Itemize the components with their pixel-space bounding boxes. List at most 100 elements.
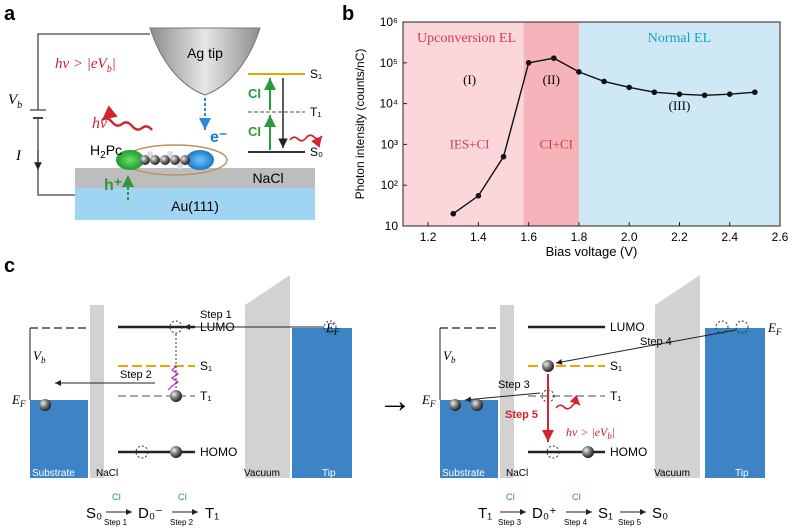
step5-photon <box>555 394 581 410</box>
data-point <box>676 91 683 97</box>
region-bg-2 <box>523 22 579 226</box>
s1-label: S₁ <box>200 359 212 373</box>
eq-left-t1: T₁ <box>205 505 219 522</box>
step4-label: Step 4 <box>640 336 672 348</box>
y-tick-label: 10 <box>385 219 399 233</box>
nacl-barrier-r <box>500 305 514 478</box>
data-point <box>450 210 457 217</box>
nacl-barrier <box>90 305 104 478</box>
y-tick-label: 10⁶ <box>380 15 398 29</box>
homo-hole <box>135 445 149 459</box>
level-s1-label: S₁ <box>310 67 322 81</box>
y-axis-label: Photon intensity (counts/nC) <box>353 49 367 200</box>
eq-left-ci2: CI <box>178 492 187 502</box>
eq-right-d0: D₀⁺ <box>532 505 557 522</box>
mechanism-2-label: CI+CI <box>540 136 573 151</box>
eq-right-step4: Step 4 <box>564 518 588 527</box>
circuit-wire-top <box>37 33 150 110</box>
tip-label: Tip <box>322 468 336 479</box>
equation-right: T₁ CI Step 3 D₀⁺ CI Step 4 S₁ Step 5 S₀ <box>478 492 668 527</box>
step3-arrow <box>464 392 541 403</box>
step3-label: Step 3 <box>498 379 530 391</box>
circuit-wire-bottom <box>37 118 90 196</box>
region-roman-1: (I) <box>463 72 476 87</box>
homo-label: HOMO <box>200 445 237 459</box>
x-tick-label: 2.2 <box>671 230 688 244</box>
au-label: Au(111) <box>171 198 219 214</box>
eq-right-step5: Step 5 <box>618 518 642 527</box>
eq-left-ci1: CI <box>112 492 121 502</box>
lumo-empty-state <box>169 320 183 334</box>
substrate-electron-r1 <box>449 399 461 411</box>
x-tick-label: 2.4 <box>721 230 738 244</box>
eq-right-step3: Step 3 <box>498 518 522 527</box>
t1-label: T₁ <box>200 389 211 403</box>
equation-left: S₀ CI Step 1 D₀⁻ CI Step 2 T₁ <box>86 492 219 527</box>
data-point <box>701 92 708 99</box>
eq-right-s0: S₀ <box>652 505 668 522</box>
vacuum-barrier <box>245 275 290 478</box>
isc-squiggle <box>167 365 180 391</box>
nacl-label: NaCl <box>252 170 283 186</box>
region-roman-3: (III) <box>669 98 691 113</box>
s1-label-r: S₁ <box>610 359 622 373</box>
ci-upper-label: CI <box>248 86 261 101</box>
tip-block-r <box>705 328 765 478</box>
current-label: I <box>15 148 22 164</box>
electron-label: e⁻ <box>210 129 227 146</box>
x-tick-label: 1.4 <box>470 230 487 244</box>
tip-block <box>292 328 352 478</box>
y-tick-label: 10⁵ <box>380 56 398 70</box>
vacuum-label-r: Vacuum <box>654 468 690 479</box>
region-right-label: Normal EL <box>648 31 711 46</box>
level-t1-label: T₁ <box>310 105 321 119</box>
panel-b-label: b <box>342 3 354 25</box>
panel-a-label: a <box>4 3 16 25</box>
y-tick-label: 10⁴ <box>379 97 398 111</box>
ag-tip-label: Ag tip <box>187 45 223 61</box>
mechanism-1-label: IES+CI <box>450 136 490 151</box>
region-bg-3 <box>578 22 780 226</box>
data-point <box>752 89 758 96</box>
hv-condition-c: hν > |eVb| <box>566 425 615 441</box>
panel-c-label: c <box>4 255 15 277</box>
y-tick-label: 10³ <box>381 137 398 151</box>
data-point <box>551 55 557 61</box>
lumo-label-r: LUMO <box>610 320 645 334</box>
diagram-right: Vb EF EF LUMO S₁ T₁ HOMO Step 4 Step 3 <box>421 275 782 479</box>
x-tick-label: 1.2 <box>420 230 437 244</box>
vb-label-right: Vb <box>443 348 456 365</box>
substrate-label: Substrate <box>32 468 75 479</box>
homo-electron-r <box>582 446 594 458</box>
vacuum-label: Vacuum <box>244 468 280 479</box>
vb-label-left: Vb <box>33 348 46 365</box>
step5-label: Step 5 <box>505 409 538 421</box>
molecule-label: H2Pc <box>90 142 122 161</box>
s1-electron <box>542 360 554 372</box>
homo-hole-r <box>546 445 560 459</box>
x-axis-label: Bias voltage (V) <box>546 244 638 259</box>
transition-arrow: → <box>378 382 412 420</box>
electron-glow <box>186 150 214 170</box>
data-point <box>626 84 632 91</box>
small-photon-arrow <box>289 134 323 148</box>
eq-left-step2: Step 2 <box>170 518 194 527</box>
x-tick-label: 2.6 <box>772 230 789 244</box>
step1-label: Step 1 <box>200 309 232 321</box>
eq-right-t1: T₁ <box>478 505 492 522</box>
panel-a: a Vb I hν > |eVb| Ag tip NaCl Au(111) hν… <box>4 3 323 220</box>
substrate-electron-r2 <box>471 399 483 411</box>
substrate-block-r <box>440 400 498 478</box>
step4-arrow <box>555 329 737 365</box>
au-substrate <box>75 188 315 220</box>
t1-label-r: T₁ <box>610 389 621 403</box>
data-point <box>651 89 658 96</box>
nacl-label-r: NaCl <box>506 468 528 479</box>
eq-left-d0: D₀⁻ <box>138 505 163 522</box>
nacl-label-c: NaCl <box>96 468 118 479</box>
data-point <box>475 192 482 199</box>
tip-label-r: Tip <box>735 468 749 479</box>
